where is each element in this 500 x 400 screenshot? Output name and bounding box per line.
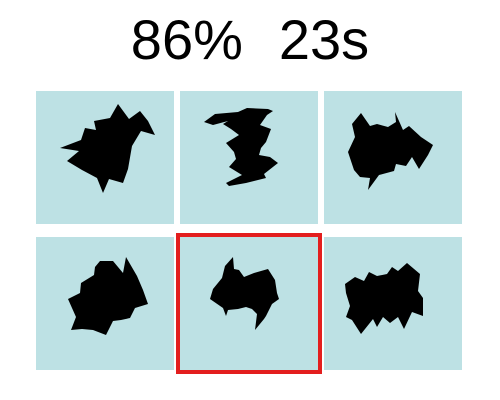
jagged-shape-icon (60, 104, 155, 193)
puzzle-grid (36, 91, 462, 371)
puzzle-tile-3[interactable] (324, 91, 462, 224)
jagged-shape-icon (204, 108, 278, 186)
puzzle-tile-2[interactable] (180, 91, 318, 224)
score-display: 86% (130, 8, 243, 71)
puzzle-tile-4[interactable] (36, 237, 174, 370)
timer-display: 23s (278, 8, 370, 71)
jagged-shape-icon (210, 257, 279, 330)
puzzle-tile-5[interactable] (180, 237, 318, 370)
puzzle-tile-1[interactable] (36, 91, 174, 224)
puzzle-tile-6[interactable] (324, 237, 462, 370)
status-bar: 86% 23s (0, 4, 500, 76)
jagged-shape-icon (345, 263, 423, 334)
jagged-shape-icon (348, 112, 433, 190)
jagged-shape-icon (68, 257, 148, 335)
